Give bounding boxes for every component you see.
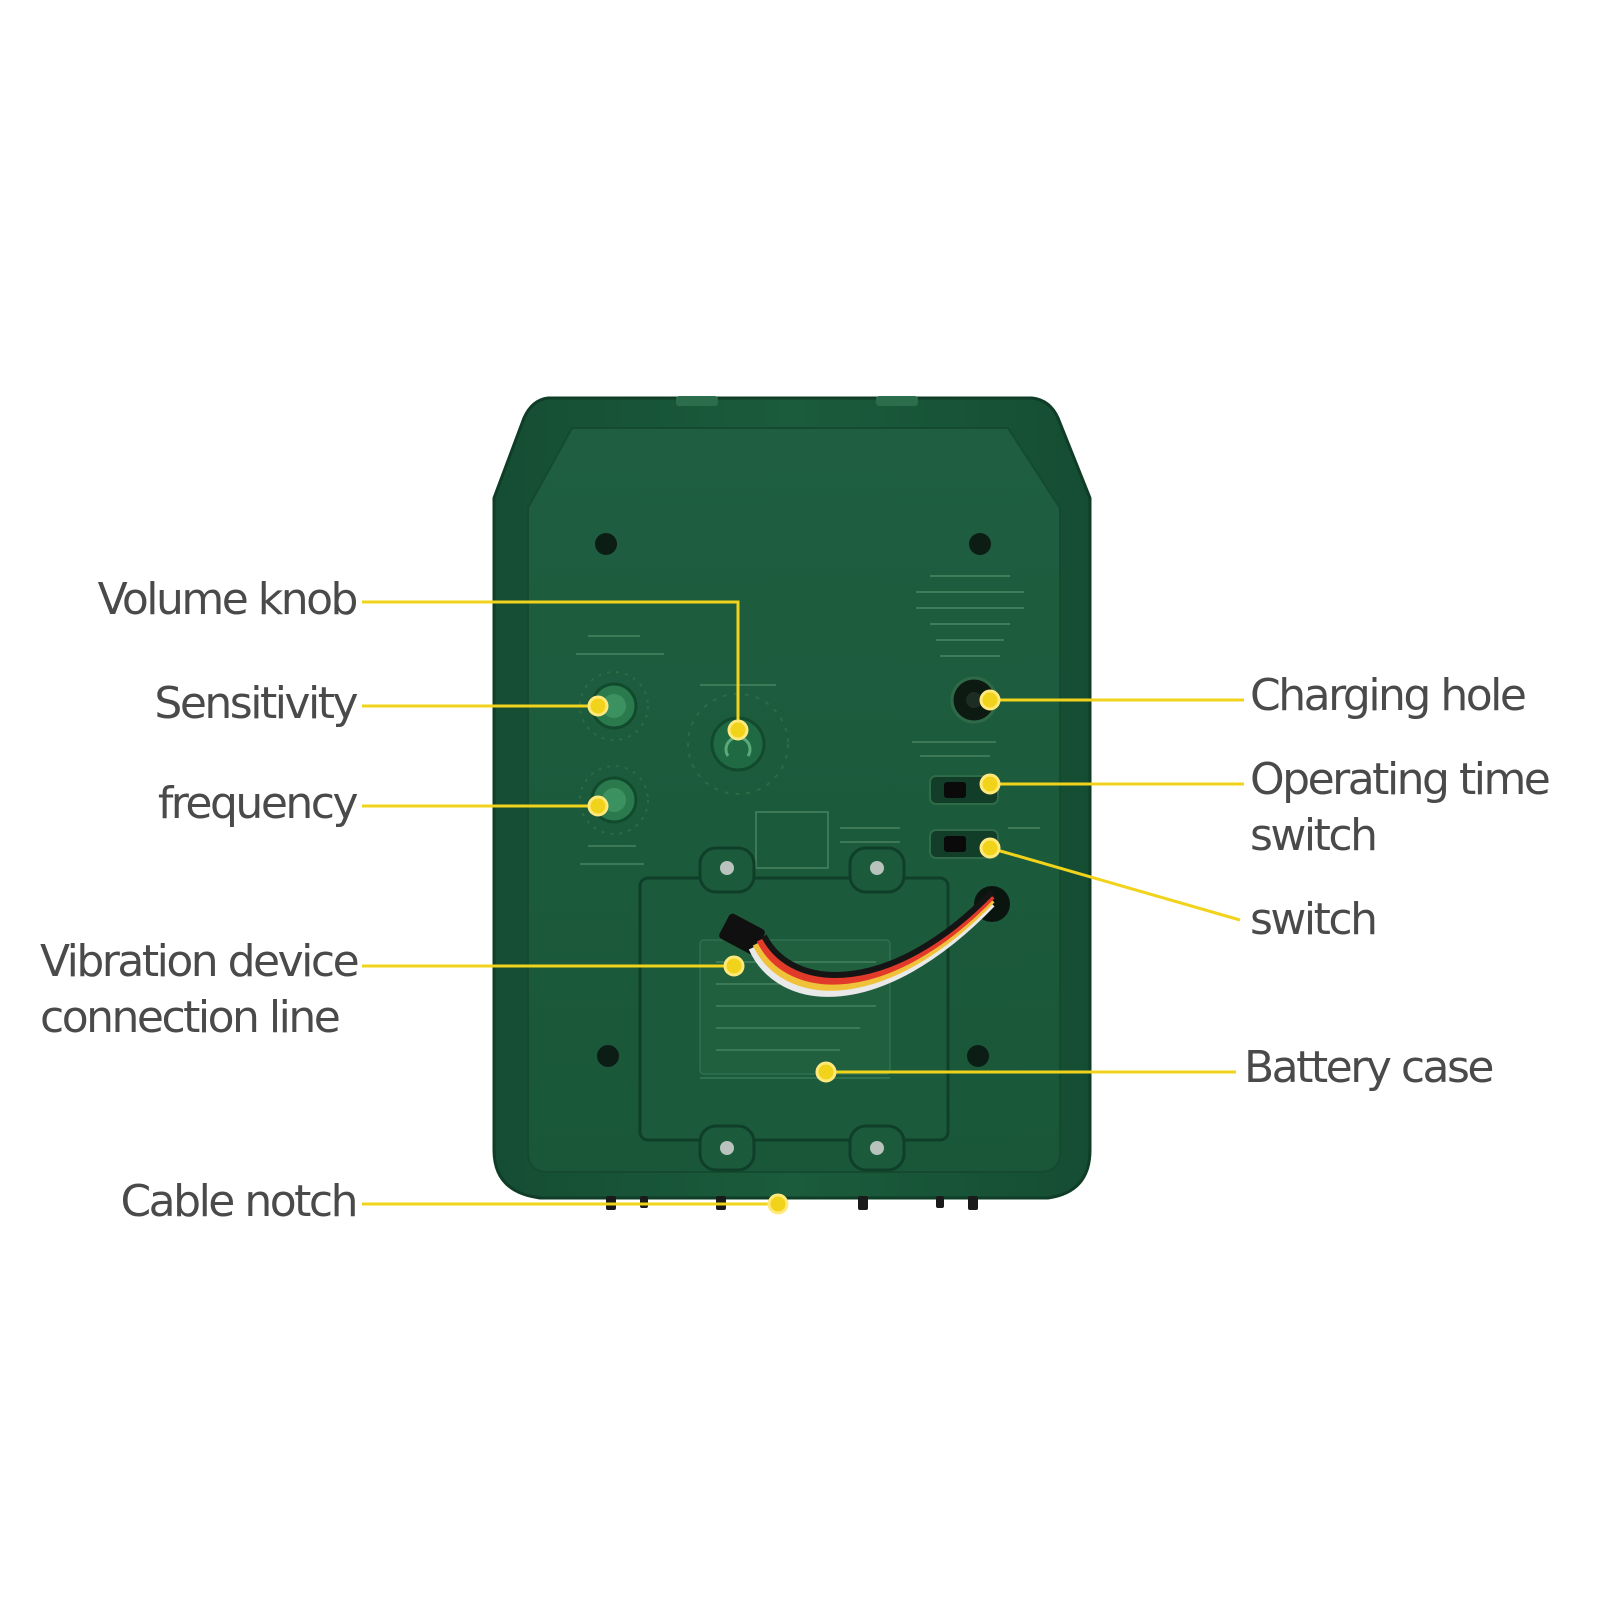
volume-knob: [687, 693, 789, 795]
dot-switch: [979, 837, 1001, 859]
label-vibration-line-2: connection line: [40, 992, 341, 1043]
battery-case: [638, 846, 950, 1172]
mount-hole: [595, 533, 617, 555]
label-operating-time-line-1: Operating time: [1250, 754, 1551, 805]
panel-print-marks: [576, 635, 1040, 869]
dot-volume-knob: [727, 719, 749, 741]
dot-sensitivity: [587, 695, 609, 717]
label-sensitivity: Sensitivity: [154, 678, 358, 729]
top-tab: [876, 396, 918, 406]
leader-switch: [989, 846, 1241, 922]
spec-print-area: [916, 575, 1024, 657]
mount-hole: [969, 533, 991, 555]
mount-hole: [597, 1045, 619, 1067]
label-frequency: frequency: [157, 778, 359, 829]
label-cable-notch: Cable notch: [120, 1176, 358, 1227]
label-operating-time-line-2: switch: [1250, 810, 1378, 861]
dot-charging-hole: [979, 689, 1001, 711]
charging-hole: [950, 676, 998, 724]
label-vibration-line-1: Vibration device: [40, 936, 360, 987]
label-switch: switch: [1250, 894, 1378, 945]
leader-volume-knob: [362, 600, 740, 734]
label-battery-case: Battery case: [1244, 1042, 1495, 1093]
label-vibration-device: Vibration device connection line: [40, 934, 360, 1046]
dot-battery-case: [815, 1061, 837, 1083]
target-dots: [587, 689, 1001, 1215]
dot-frequency: [587, 795, 609, 817]
top-tab: [676, 396, 718, 406]
mount-hole: [967, 1045, 989, 1067]
label-charging-hole: Charging hole: [1250, 670, 1527, 721]
dot-operating-time: [979, 773, 1001, 795]
dot-vibration: [723, 955, 745, 977]
label-volume-knob: Volume knob: [97, 574, 359, 625]
dot-cable-notch: [767, 1193, 789, 1215]
label-operating-time-switch: Operating time switch: [1250, 752, 1551, 864]
vibration-connection-line: [719, 889, 995, 997]
leader-lines: [362, 600, 1244, 1206]
